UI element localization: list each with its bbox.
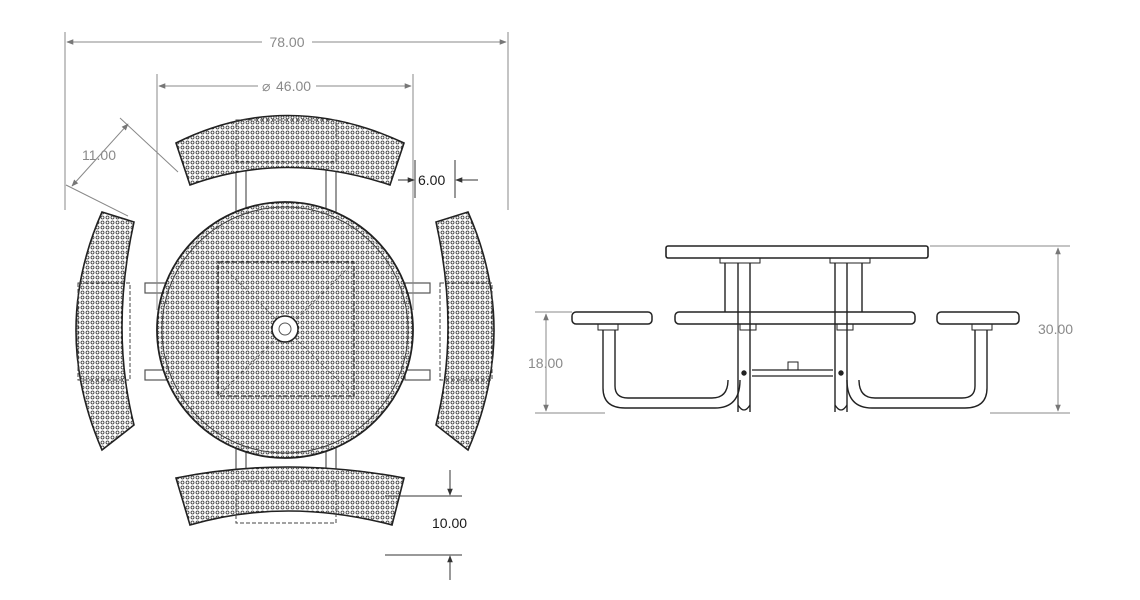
diameter-symbol: ⌀ xyxy=(262,78,270,94)
dimension-table-diameter: ⌀ 46.00 xyxy=(156,74,414,310)
dimension-seat-height xyxy=(535,311,605,414)
table-diameter-label: 46.00 xyxy=(276,78,311,94)
overall-width-label: 78.00 xyxy=(269,34,304,50)
plan-view: 78.00 ⌀ 46.00 11.00 6.00 xyxy=(64,32,509,580)
seat-depth-label: 10.00 xyxy=(432,515,467,531)
seat-bottom xyxy=(174,466,405,526)
seat-offset-label: 11.00 xyxy=(82,147,116,163)
dimension-overall-width: 78.00 xyxy=(64,32,509,210)
dimension-seat-gap: 6.00 xyxy=(398,160,478,198)
dimension-seat-depth: 10.00 xyxy=(385,470,467,580)
elevation-leg-left xyxy=(602,330,741,409)
seat-right xyxy=(435,211,495,452)
elevation-seat-center xyxy=(674,311,916,325)
elevation-posts xyxy=(724,263,863,412)
table-height-label: 30.00 xyxy=(1038,321,1073,337)
dimension-table-height xyxy=(930,245,1070,414)
elevation-view: 18.00 30.00 xyxy=(528,245,1073,414)
elevation-seat-left xyxy=(571,311,653,325)
elevation-seat-right xyxy=(936,311,1020,325)
elevation-leg-right xyxy=(846,330,988,409)
seat-height-label: 18.00 xyxy=(528,355,563,371)
dimension-seat-offset: 11.00 xyxy=(65,117,179,217)
seat-top xyxy=(175,114,405,187)
seat-left xyxy=(75,211,135,452)
table-top xyxy=(156,201,414,459)
elevation-table-top xyxy=(665,245,929,259)
seat-gap-label: 6.00 xyxy=(418,172,445,188)
